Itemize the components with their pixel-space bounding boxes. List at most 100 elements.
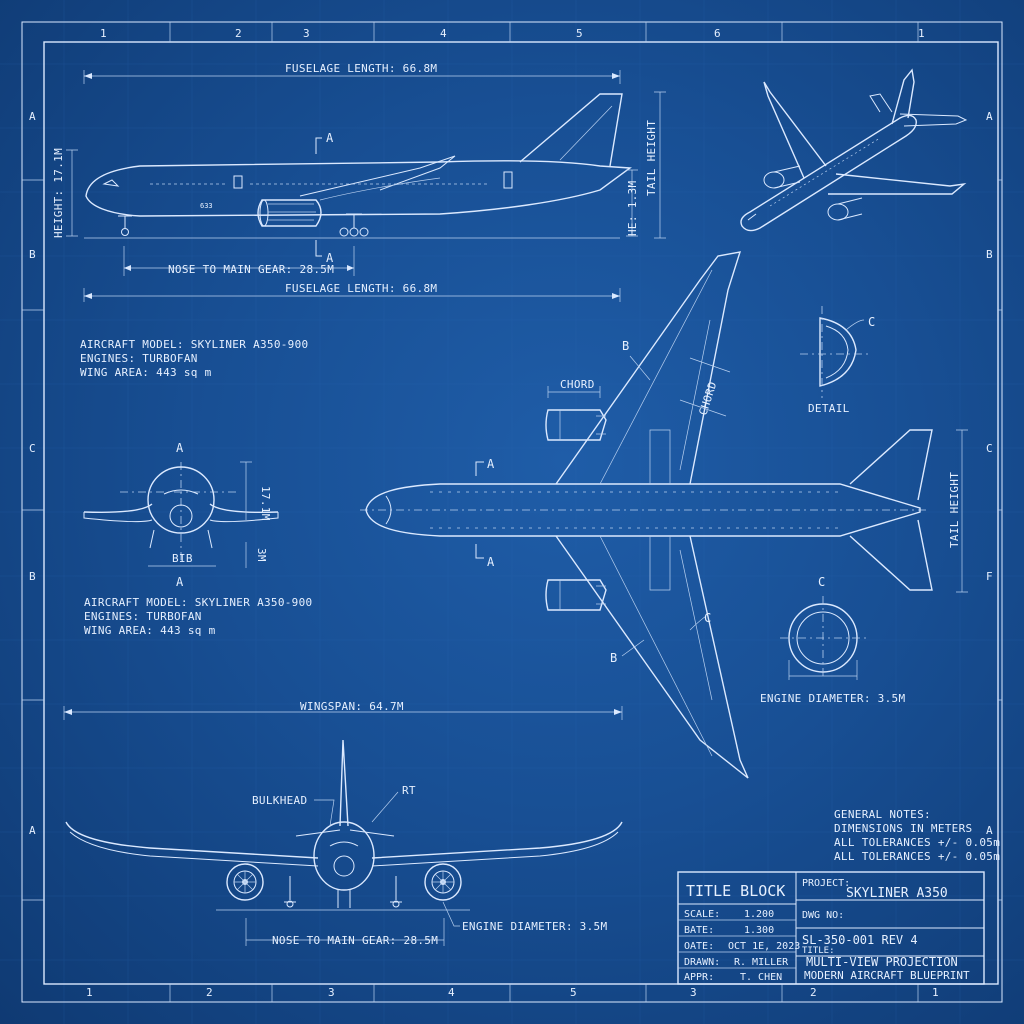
tb-title-line1: MULTI-VIEW PROJECTION — [806, 955, 958, 969]
spec-engines: ENGINES: TURBOFAN — [84, 610, 202, 623]
top-tail-height: TAIL HEIGHT — [948, 472, 961, 548]
front-view-large: WINGSPAN: 64.7M BULKHEAD RT ENGINE DIAME… — [63, 700, 623, 947]
tb-date-value: OCT 1E, 2023 — [728, 941, 800, 952]
front-view-small: A BIB A 17.1M 3M — [83, 441, 279, 589]
front-small-width: BIB — [172, 552, 193, 565]
col-label: 6 — [714, 27, 721, 40]
col-label: 1 — [932, 986, 939, 999]
front-small-label-bottom: A — [176, 575, 184, 589]
tb-appr-label: APPR: — [684, 972, 714, 983]
col-label: 4 — [440, 27, 447, 40]
title-block: TITLE BLOCK SCALE: 1.200 BATE: 1.300 OAT… — [677, 871, 985, 985]
tb-bate-value: 1.300 — [744, 925, 774, 936]
col-label: 1 — [100, 27, 107, 40]
notes-line: ALL TOLERANCES +/- 0.05m — [834, 836, 1000, 849]
row-label: B — [29, 248, 36, 261]
col-label: 2 — [235, 27, 242, 40]
col-label: 3 — [690, 986, 697, 999]
col-label: 3 — [328, 986, 335, 999]
fuselage-length-top: FUSELAGE LENGTH: 66.8M — [285, 62, 437, 75]
row-label: F — [986, 570, 993, 583]
engine-section-c: C ENGINE DIAMETER: 3.5M — [760, 575, 905, 705]
row-label: C — [29, 442, 36, 455]
specs-lower: AIRCRAFT MODEL: SKYLINER A350-900 ENGINE… — [84, 596, 312, 637]
spec-model: AIRCRAFT MODEL: SKYLINER A350-900 — [80, 338, 308, 351]
front-small-height: 17.1M — [259, 486, 272, 521]
frame-column-labels-top: 1 2 3 4 5 6 1 — [100, 27, 925, 40]
detail-c: C DETAIL — [800, 306, 876, 415]
side-tag: 633 — [200, 202, 213, 210]
tb-title-label: TITLE: — [802, 946, 835, 956]
bulkhead-label: BULKHEAD — [252, 794, 307, 807]
front-small-label-top: A — [176, 441, 184, 455]
frame-column-labels-bottom: 1 2 3 4 5 3 2 1 — [86, 986, 939, 999]
engine-section-caption: ENGINE DIAMETER: 3.5M — [760, 692, 905, 705]
section-a-top: A — [326, 131, 334, 145]
engine-section-label: C — [818, 575, 826, 589]
row-label: A — [29, 824, 36, 837]
tb-date-label: OATE: — [684, 941, 714, 952]
spec-wing-area: WING AREA: 443 sq m — [80, 366, 212, 379]
notes-line: DIMENSIONS IN METERS — [834, 822, 972, 835]
col-label: 2 — [810, 986, 817, 999]
spec-wing-area: WING AREA: 443 sq m — [84, 624, 216, 637]
drawing-frame — [21, 21, 1003, 1003]
col-label: 5 — [576, 27, 583, 40]
spec-engines: ENGINES: TURBOFAN — [80, 352, 198, 365]
tb-project-label: PROJECT: — [802, 878, 850, 889]
col-label: 4 — [448, 986, 455, 999]
label-c-wing: C — [704, 611, 712, 625]
row-label: A — [986, 110, 993, 123]
title-block-heading: TITLE BLOCK — [686, 882, 785, 900]
tb-dwg-value: SL-350-001 REV 4 — [802, 933, 918, 947]
specs-upper: AIRCRAFT MODEL: SKYLINER A350-900 ENGINE… — [80, 338, 308, 379]
wingspan-label: WINGSPAN: 64.7M — [300, 700, 404, 713]
tb-bate-label: BATE: — [684, 925, 714, 936]
row-label: A — [986, 824, 993, 837]
fuselage-length-bottom: FUSELAGE LENGTH: 66.8M — [285, 282, 437, 295]
tb-scale-value: 1.200 — [744, 909, 774, 920]
frame-row-labels-right: A B C F A — [986, 110, 993, 837]
engine-diameter-front: ENGINE DIAMETER: 3.5M — [462, 920, 607, 933]
perspective-view — [740, 68, 968, 232]
section-a-bottom: A — [326, 251, 334, 265]
tb-drawn-label: DRAWN: — [684, 957, 720, 968]
top-view: CHORD CHORD B B A A C TAIL HEIGHT — [360, 251, 968, 779]
tb-appr-value: T. CHEN — [740, 972, 782, 983]
spec-model: AIRCRAFT MODEL: SKYLINER A350-900 — [84, 596, 312, 609]
label-a-bottom: A — [487, 555, 495, 569]
rt-label: RT — [402, 784, 416, 797]
detail-c-label: C — [868, 315, 876, 329]
row-label: B — [986, 248, 993, 261]
he-label: HE: 1.3M — [626, 181, 639, 236]
tb-drawn-value: R. MILLER — [734, 957, 789, 968]
detail-caption: DETAIL — [808, 402, 850, 415]
nose-to-gear-side: NOSE TO MAIN GEAR: 28.5M — [168, 263, 334, 276]
col-label: 1 — [86, 986, 93, 999]
col-label: 3 — [303, 27, 310, 40]
nose-to-gear-front: NOSE TO MAIN GEAR: 28.5M — [272, 934, 438, 947]
tb-scale-label: SCALE: — [684, 909, 720, 920]
col-label: 2 — [206, 986, 213, 999]
notes-title: GENERAL NOTES: — [834, 808, 931, 821]
label-a-top: A — [487, 457, 495, 471]
row-label: C — [986, 442, 993, 455]
tb-project-value: SKYLINER A350 — [846, 886, 948, 901]
col-label: 5 — [570, 986, 577, 999]
notes-line: ALL TOLERANCES +/- 0.05m — [834, 850, 1000, 863]
row-label: A — [29, 110, 36, 123]
frame-row-labels-left: A B C B A — [29, 110, 36, 837]
tb-dwg-label: DWG NO: — [802, 910, 844, 921]
label-b-bottom: B — [610, 651, 618, 665]
side-view: FUSELAGE LENGTH: 66.8M 633 A A — [52, 62, 666, 302]
front-small-gear: 3M — [255, 548, 268, 562]
tb-title-line2: MODERN AIRCRAFT BLUEPRINT — [804, 969, 970, 982]
label-b-top: B — [622, 339, 630, 353]
tail-height-label: TAIL HEIGHT — [645, 120, 658, 196]
chord-right: CHORD — [696, 380, 719, 417]
general-notes: GENERAL NOTES: DIMENSIONS IN METERS ALL … — [834, 808, 1000, 863]
height-label: HEIGHT: 17.1M — [52, 148, 65, 238]
row-label: B — [29, 570, 36, 583]
